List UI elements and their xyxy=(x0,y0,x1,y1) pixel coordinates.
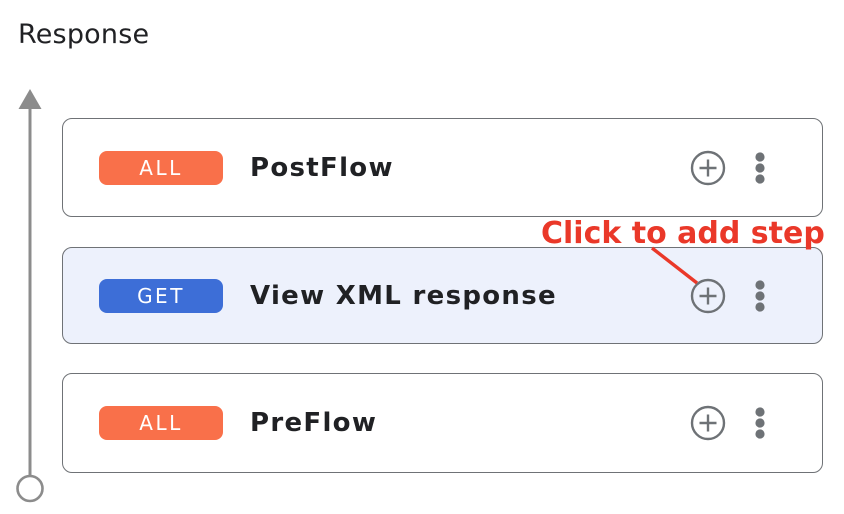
arrowhead-up-icon xyxy=(18,89,42,109)
more-options-button[interactable] xyxy=(754,405,766,441)
flow-name: PostFlow xyxy=(250,152,394,183)
kebab-menu-icon xyxy=(755,279,765,312)
kebab-menu-icon xyxy=(755,407,765,439)
verb-badge: GET xyxy=(99,278,223,313)
flow-card-view-xml-response[interactable]: GET View XML response xyxy=(62,247,823,344)
verb-badge: ALL xyxy=(99,406,223,440)
flow-card-postflow[interactable]: ALL PostFlow xyxy=(62,118,823,217)
plus-circle-icon xyxy=(690,278,726,313)
section-title: Response xyxy=(18,19,150,50)
flow-card-preflow[interactable]: ALL PreFlow xyxy=(62,373,823,473)
add-step-button[interactable] xyxy=(690,405,726,441)
flow-name: PreFlow xyxy=(250,408,378,438)
more-options-button[interactable] xyxy=(754,150,766,186)
more-options-button[interactable] xyxy=(754,278,766,314)
plus-circle-icon xyxy=(690,405,726,441)
add-step-button[interactable] xyxy=(690,150,726,186)
verb-badge: ALL xyxy=(99,150,223,185)
annotation-label: Click to add step xyxy=(541,216,825,251)
kebab-menu-icon xyxy=(755,151,765,184)
flow-name: View XML response xyxy=(250,280,557,311)
plus-circle-icon xyxy=(690,150,726,185)
flow-direction-arrow xyxy=(16,89,44,503)
add-step-button[interactable] xyxy=(690,278,726,314)
flow-start-circle-icon xyxy=(16,474,44,503)
